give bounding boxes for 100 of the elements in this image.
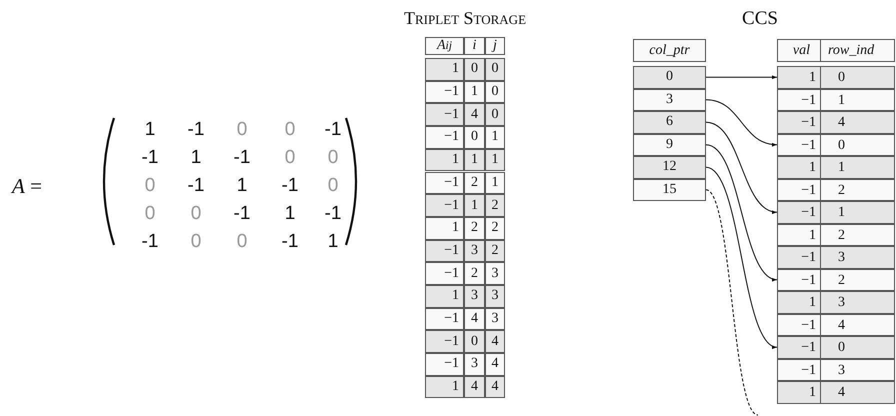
row-index-text: 2 [838, 182, 845, 198]
pointer-entry: 6 [633, 111, 706, 134]
pointer-entry: 3 [633, 88, 706, 111]
matrix-entry: -1 [140, 147, 160, 169]
pointer-entry: 9 [633, 134, 706, 156]
table-cell: 3 [464, 285, 485, 308]
column-header-text: val [792, 43, 810, 59]
table-row [777, 66, 895, 88]
table-row [777, 246, 895, 268]
column-header: col_ptr [633, 39, 706, 62]
table-cell: 3 [464, 353, 485, 376]
value-text: 1 [809, 160, 816, 176]
matrix-entry: -1 [186, 119, 206, 141]
pointer-entry: 0 [633, 66, 706, 88]
matrix-entry: -1 [280, 231, 300, 253]
table-title: Triplet Storage [402, 8, 528, 29]
table-cell: 1 [485, 126, 505, 149]
value-text: −1 [801, 318, 816, 334]
matrix-name: A = [12, 174, 42, 199]
table-cell: 4 [485, 353, 505, 376]
table-cell: 0 [464, 330, 485, 354]
arrow [706, 144, 778, 280]
matrix-entry: 0 [326, 175, 340, 197]
table-cell: 1 [485, 148, 505, 172]
table-cell: 3 [464, 240, 485, 262]
row-index-text: 0 [838, 138, 845, 154]
table-row [777, 111, 895, 134]
row-index-text: 3 [838, 362, 845, 378]
value-text: 1 [809, 70, 816, 86]
matrix-entry: 0 [144, 175, 156, 197]
arrow [706, 99, 778, 146]
matrix-entry: -1 [324, 119, 342, 141]
table-cell: 0 [485, 80, 505, 104]
row-index-text: 0 [838, 70, 845, 86]
matrix-entry: 1 [284, 203, 296, 225]
arrow [706, 166, 778, 348]
arrow [706, 122, 778, 213]
table-cell: 1 [425, 58, 464, 81]
value-text: −1 [801, 138, 816, 154]
value-text: 1 [809, 228, 816, 244]
table-row [777, 381, 895, 404]
table-cell: −1 [425, 103, 464, 126]
table-cell: 4 [485, 376, 505, 398]
matrix-entry: 1 [190, 147, 202, 169]
table-cell: 4 [485, 330, 505, 354]
table-cell: 2 [464, 216, 485, 240]
value-text: 1 [809, 385, 816, 401]
table-cell: 0 [485, 103, 505, 126]
value-text: 1 [809, 295, 816, 311]
table-cell: 0 [485, 58, 505, 81]
matrix-entry: 0 [326, 147, 340, 169]
pointer-entry: 15 [633, 178, 706, 201]
matrix-entry: -1 [232, 203, 252, 225]
table-cell: 1 [425, 148, 464, 172]
matrix-entry: 0 [236, 231, 248, 253]
table-cell: −1 [425, 194, 464, 217]
table-row [777, 178, 895, 201]
table-row [777, 314, 895, 336]
table-cell: 1 [464, 80, 485, 104]
table-row [777, 291, 895, 314]
table-cell: −1 [425, 240, 464, 262]
matrix-entry: 0 [236, 119, 248, 141]
matrix-entry: 0 [144, 203, 156, 225]
row-index-text: 4 [838, 318, 845, 334]
table-cell: −1 [425, 80, 464, 104]
table-cell: 2 [485, 194, 505, 217]
value-text: −1 [801, 340, 816, 356]
table-cell: 1 [425, 285, 464, 308]
arrow [706, 75, 778, 80]
matrix-entry: -1 [232, 147, 252, 169]
column-header: i [464, 37, 485, 55]
table-title: CCS [741, 8, 779, 30]
row-index-text: 4 [838, 385, 845, 401]
value-text: −1 [801, 272, 816, 288]
row-index-text: 1 [838, 205, 845, 221]
table-cell: −1 [425, 353, 464, 376]
table-cell: 2 [464, 172, 485, 194]
row-index-text: 2 [838, 272, 845, 288]
table-cell: 4 [464, 103, 485, 126]
matrix-entry: 1 [326, 231, 340, 253]
table-cell: 1 [485, 172, 505, 194]
table-cell: −1 [425, 330, 464, 354]
matrix-entry: 0 [190, 203, 202, 225]
matrix-entry: -1 [140, 231, 160, 253]
row-index-text: 3 [838, 250, 845, 266]
table-cell: 4 [464, 308, 485, 330]
table-cell: 0 [464, 58, 485, 81]
matrix-entry: 1 [236, 175, 248, 197]
table-cell: 2 [485, 240, 505, 262]
value-text: −1 [801, 362, 816, 378]
column-header-text: row_ind [828, 43, 874, 59]
table-row [777, 268, 895, 291]
table-cell: −1 [425, 126, 464, 149]
table-cell: 3 [485, 308, 505, 330]
value-text: −1 [801, 250, 816, 266]
table-cell: 2 [485, 216, 505, 240]
table-cell: 3 [485, 262, 505, 285]
table-row [777, 156, 895, 178]
column-header: j [485, 37, 505, 55]
value-text: −1 [801, 92, 816, 108]
